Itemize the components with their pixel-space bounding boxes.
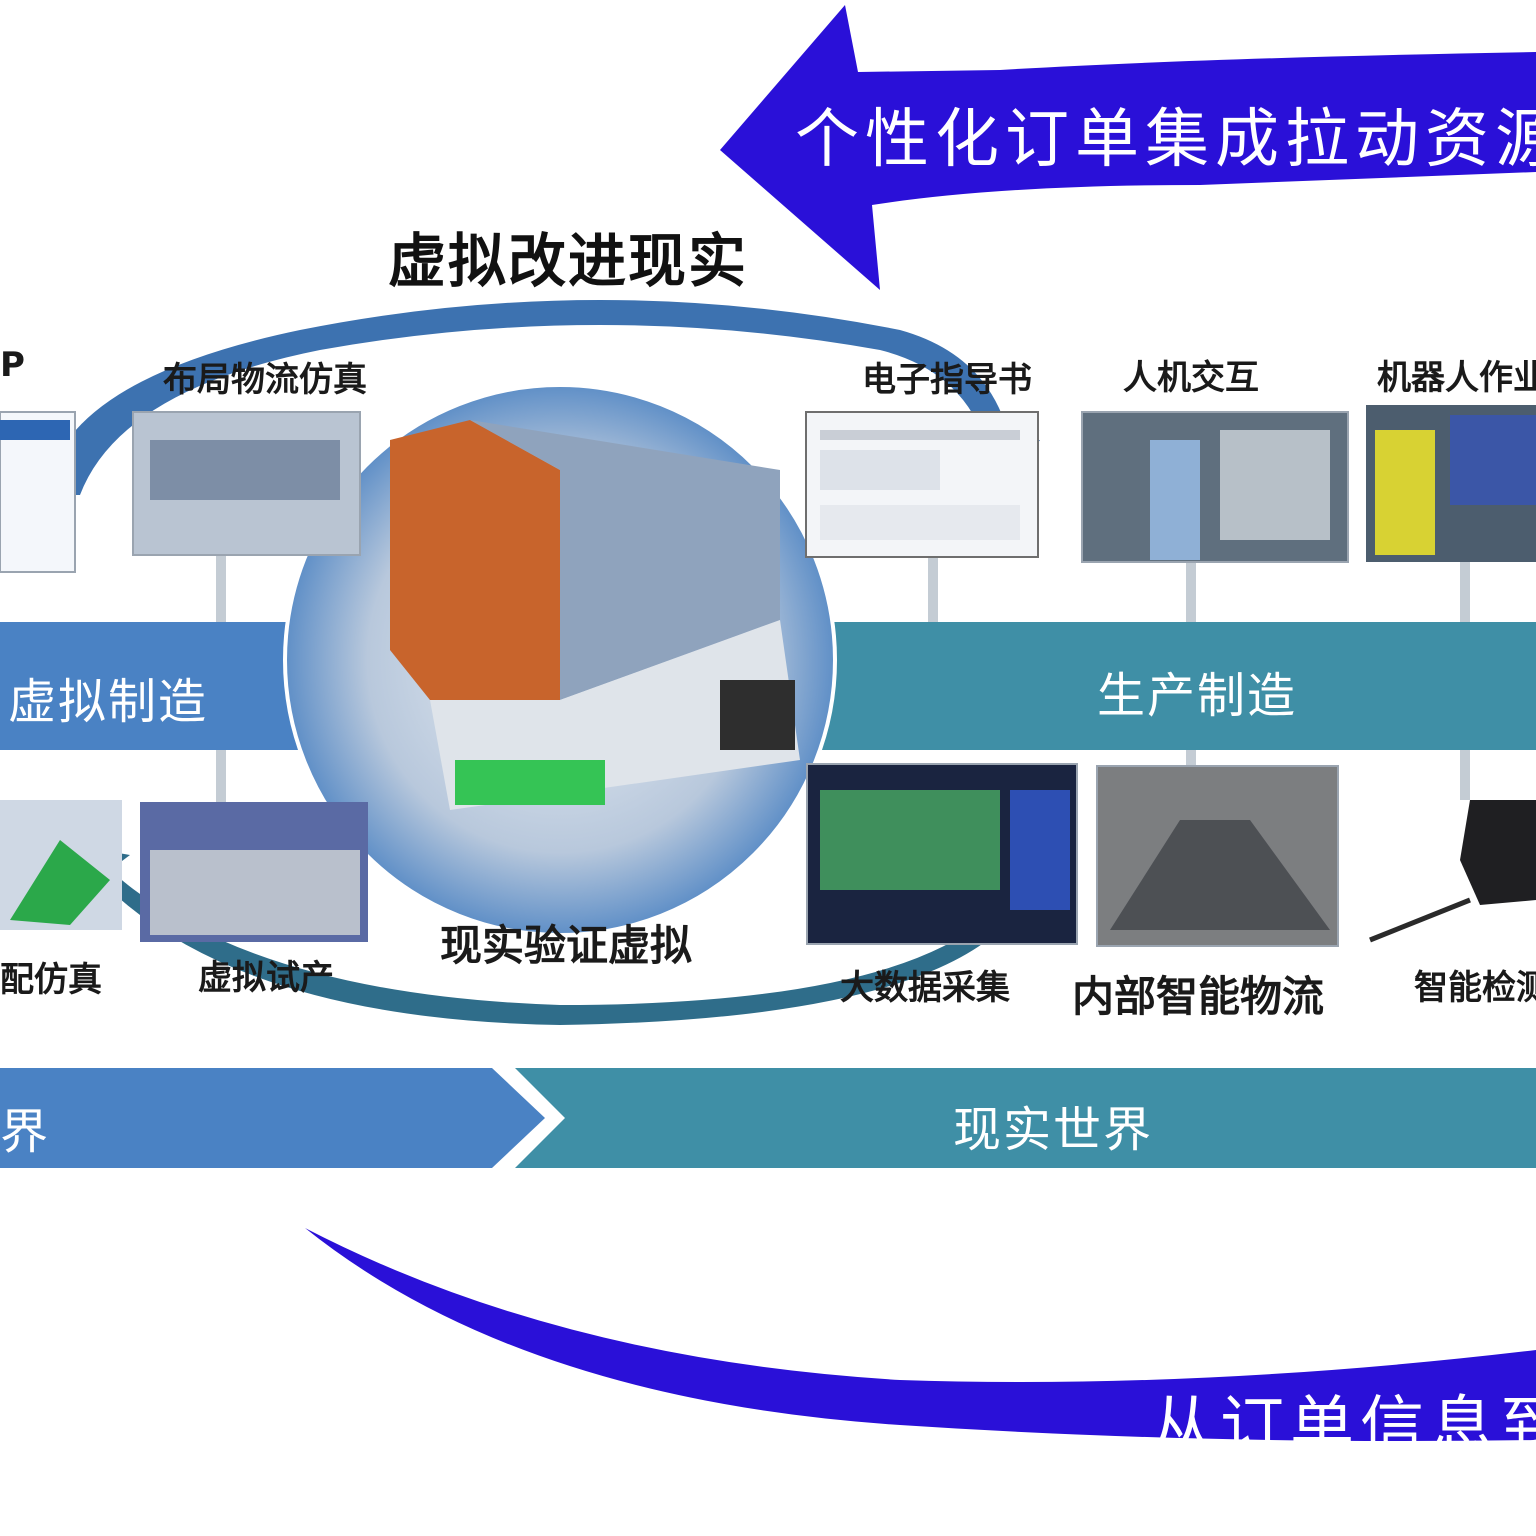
label-layout-logistics-sim: 布局物流仿真	[163, 360, 367, 400]
label-e-instruction: 电子指导书	[862, 360, 1032, 400]
heading-reality-verifies-virtual: 现实验证虚拟	[440, 921, 693, 970]
band-real-world: 现实世界	[953, 1102, 1154, 1158]
loop-arrow-lower	[70, 845, 1000, 1025]
heading-virtual-improves-reality: 虚拟改进现实	[388, 227, 749, 295]
bottom-flow-arrow	[305, 1228, 1536, 1441]
top-flow-arrow	[720, 5, 1536, 290]
label-virtual-trial: 虚拟试产	[198, 958, 334, 998]
band-virtual-manufacturing: 虚拟制造	[8, 674, 209, 730]
warehouse-illustration	[390, 420, 800, 810]
top-arrow-label: 个性化订单集成拉动资源	[795, 103, 1536, 177]
real-world-band-shape	[515, 1068, 1536, 1168]
label-hmi: 人机交互	[1123, 358, 1259, 398]
production-band-shape	[790, 622, 1536, 750]
label-smart-inspection: 智能检测	[1414, 968, 1536, 1008]
label-big-data: 大数据采集	[840, 968, 1010, 1008]
label-internal-logistics: 内部智能物流	[1072, 972, 1325, 1021]
virtual-band-shape	[0, 622, 330, 750]
partial-left-label: P	[0, 345, 25, 385]
inspection-device-illustration	[1369, 800, 1536, 943]
label-robot-work: 机器人作业	[1377, 358, 1536, 398]
band-production-manufacturing: 生产制造	[1097, 668, 1298, 724]
loop-arrow-upper	[45, 300, 1040, 495]
virtual-world-band-shape	[0, 1068, 545, 1168]
bottom-arrow-label: 从订单信息到	[1150, 1390, 1536, 1464]
label-assembly-sim: 配仿真	[0, 960, 102, 1000]
band-virtual-world: 界	[0, 1104, 51, 1160]
